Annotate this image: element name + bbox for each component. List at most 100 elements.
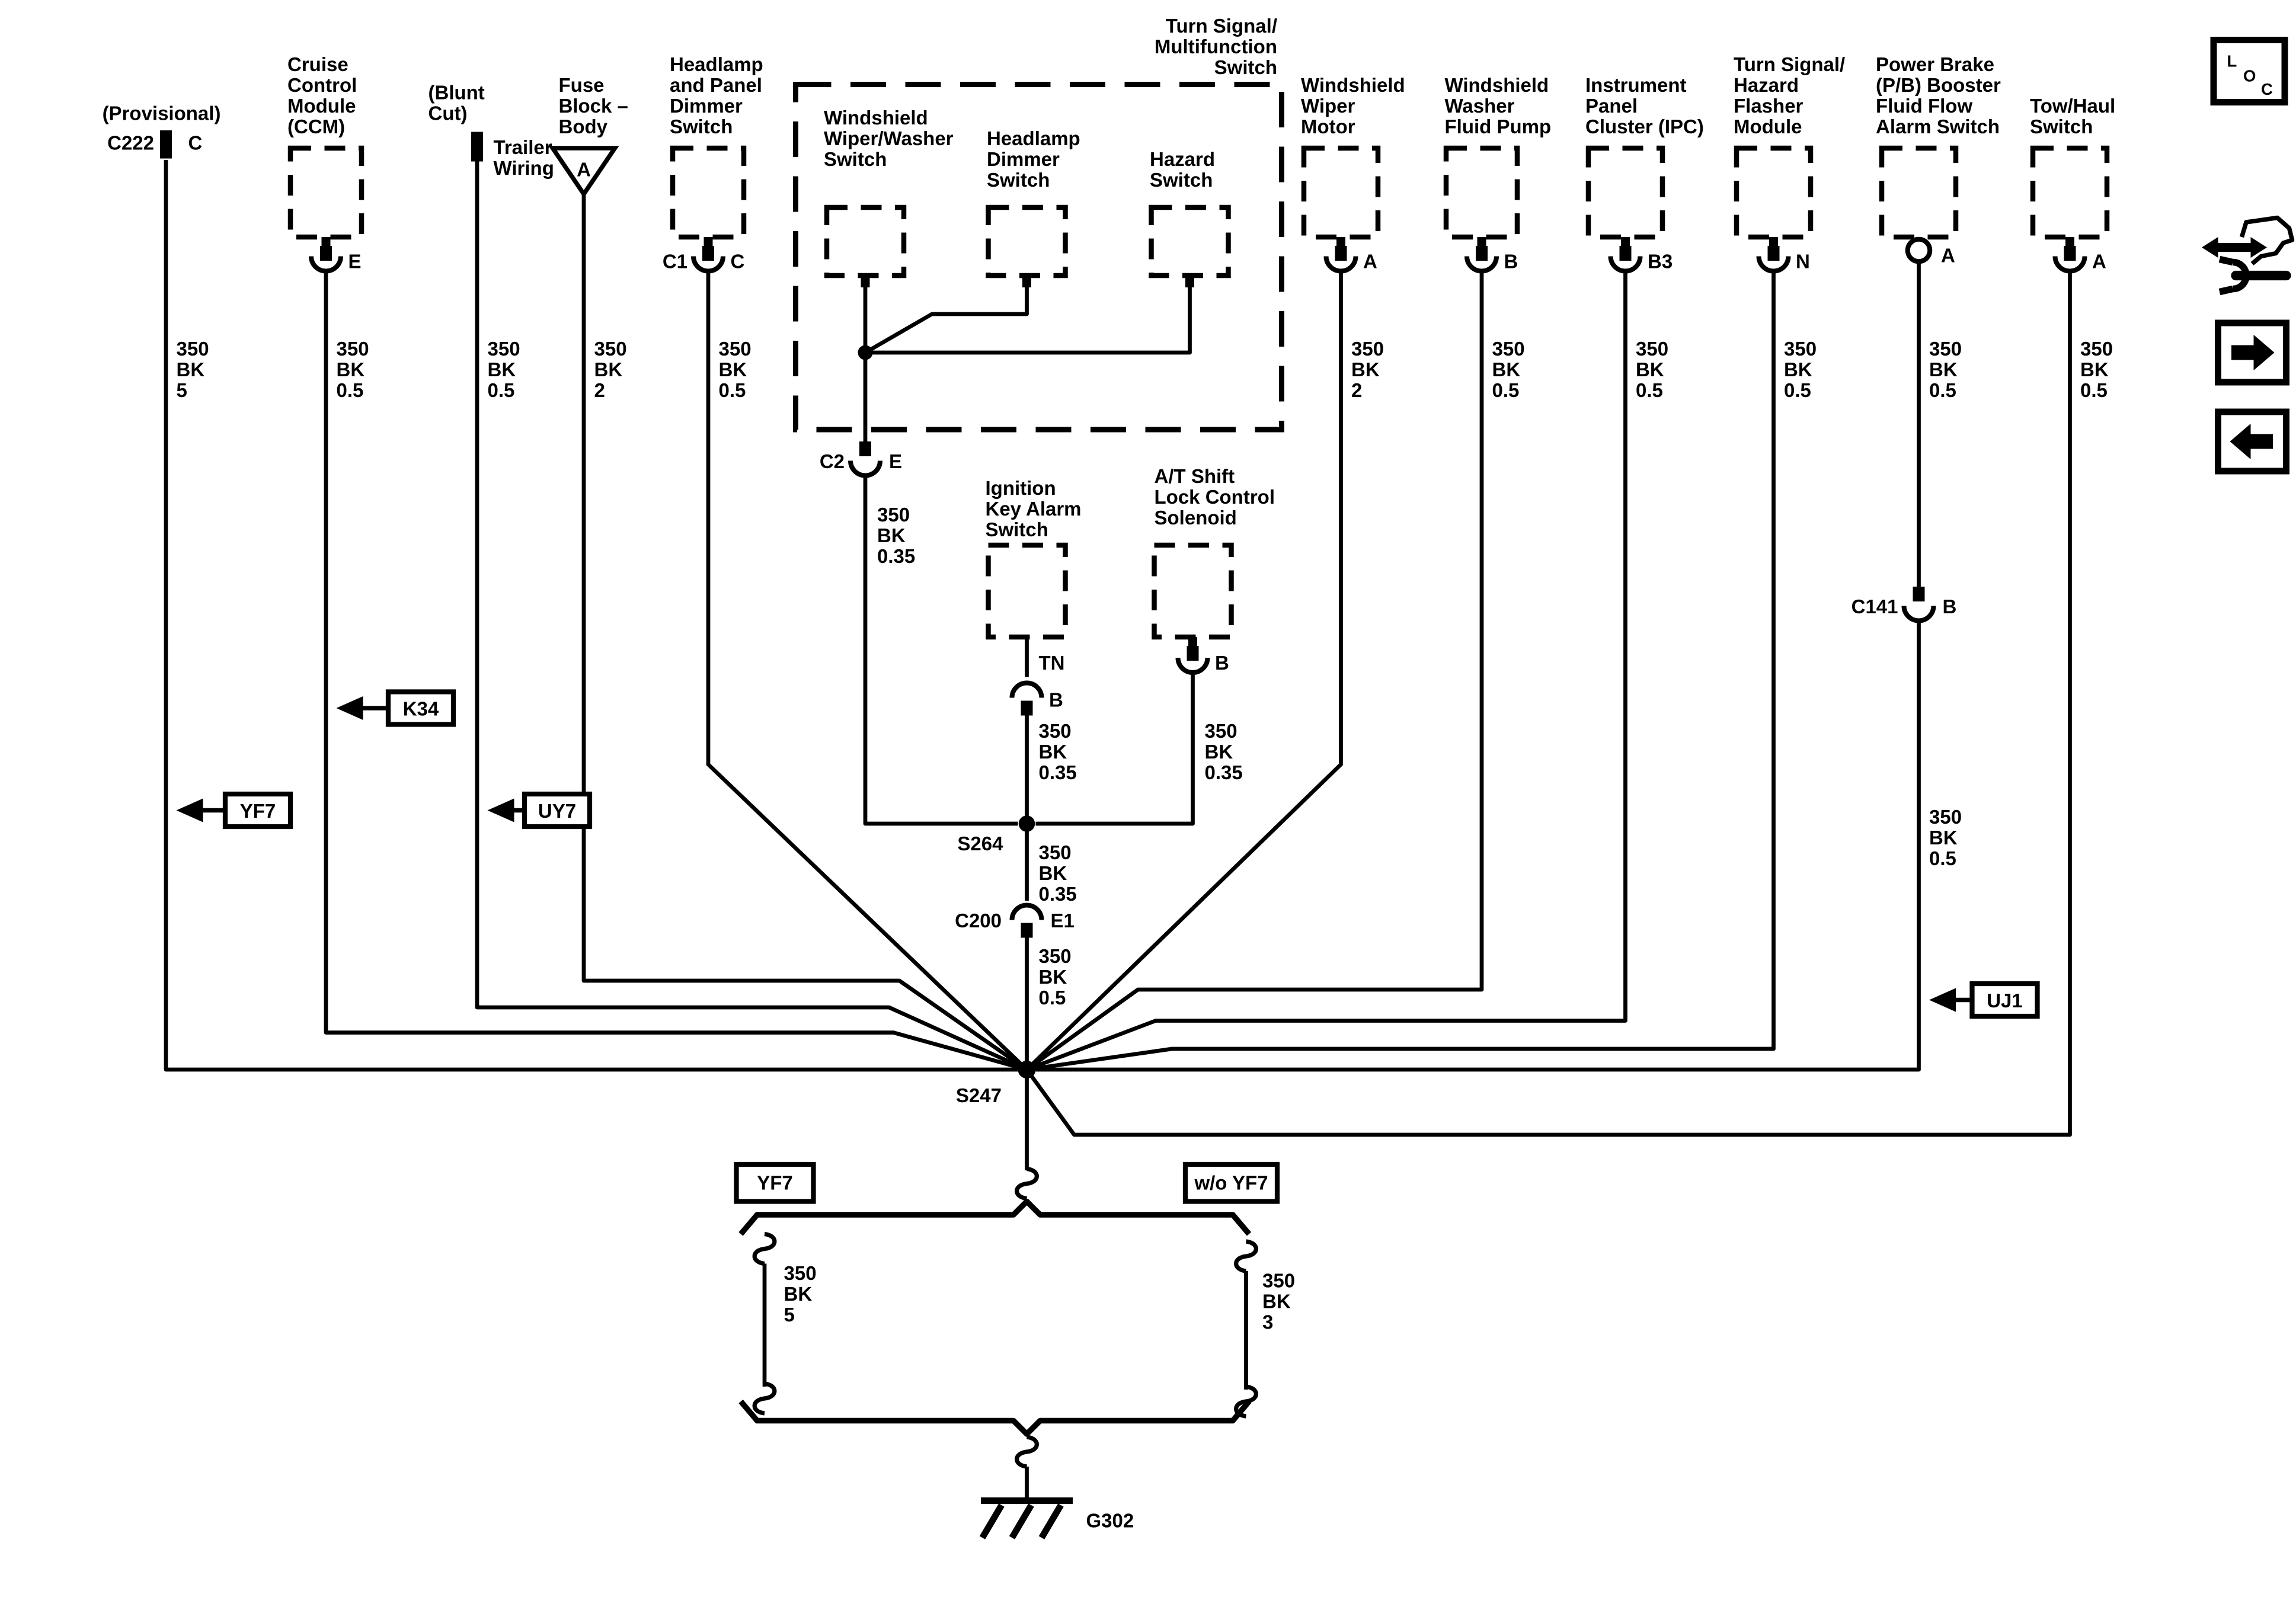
wire-trailer-to-s247 <box>475 161 1028 1072</box>
component-ccm: Cruise Control Module (CCM) E <box>287 53 364 274</box>
component-trailer-wiring: (Blunt Cut) Trailer Wiring <box>428 82 554 180</box>
component-c222-provisional: (Provisional) C222 C <box>103 102 220 159</box>
component-wiper-motor: Windshield Wiper Motor A <box>1301 74 1405 274</box>
wire-label-wiper-motor: 350 BK 2 <box>1351 338 1384 401</box>
wm-label-line: Wiper <box>1301 95 1355 117</box>
wire-label-option-right: 350 BK 3 <box>1262 1270 1295 1333</box>
ats-label-line: Lock Control <box>1155 486 1275 508</box>
wire-ipc-to-s247 <box>1026 271 1627 1072</box>
wire-color: BK <box>1784 359 1812 380</box>
wire-gauge: 0.35 <box>1039 883 1077 905</box>
nav-forward-button[interactable] <box>2214 319 2289 386</box>
th-stub <box>2065 236 2074 248</box>
option-box[interactable] <box>1182 1161 1280 1204</box>
wire-gauge: 0.5 <box>2080 379 2108 401</box>
wp-stub <box>1477 236 1486 248</box>
option-yf7[interactable]: YF7 <box>734 1161 816 1204</box>
wire-color: BK <box>1039 862 1067 884</box>
ref-box[interactable] <box>222 791 293 830</box>
wire-color: BK <box>337 359 365 380</box>
ref-label: K34 <box>403 698 439 720</box>
wire-color: BK <box>719 359 747 380</box>
blunt-terminal-mark <box>160 130 172 159</box>
wire-label-power-brake-upper: 350 BK 0.5 <box>1929 338 1962 401</box>
component-wiper-washer-switch: Windshield Wiper/Washer Switch <box>824 107 954 287</box>
wire-circuit: 350 <box>1205 720 1237 742</box>
connector-c222-label: C222 <box>107 132 154 153</box>
ref-uy7[interactable]: UY7 <box>487 791 593 830</box>
ats-label-line: Solenoid <box>1155 507 1237 529</box>
wp-plug <box>1476 245 1488 261</box>
wire-label-c222: 350 BK 5 <box>177 338 209 401</box>
wire-circuit: 350 <box>1636 338 1668 360</box>
hpd-label-line: and Panel <box>670 74 762 96</box>
wire-circuit: 350 <box>1039 945 1072 967</box>
ccm-box <box>287 145 364 240</box>
wire-gauge: 2 <box>594 379 605 401</box>
ika-box <box>986 542 1068 640</box>
ref-box[interactable] <box>1969 981 2040 1019</box>
hpd-stub <box>703 236 713 248</box>
ats-stub <box>1188 637 1197 648</box>
component-washer-pump: Windshield Washer Fluid Pump B <box>1443 74 1551 274</box>
wire-circuit: 350 <box>1039 720 1072 742</box>
wire-wiper-motor-to-s247 <box>1025 271 1343 1071</box>
ccm-label-line: (CCM) <box>287 116 345 137</box>
c200-name: C200 <box>955 910 1002 932</box>
option-label: YF7 <box>757 1172 793 1193</box>
wm-box <box>1301 145 1381 240</box>
ipc-label-line: Instrument <box>1585 74 1687 96</box>
hpd-label-line: Headlamp <box>670 53 763 75</box>
wire-circuit: 350 <box>1929 806 1962 828</box>
ground-g302: G302 <box>979 1497 1134 1539</box>
th-pin: A <box>2092 250 2106 272</box>
ref-box[interactable] <box>522 791 593 830</box>
loc-button[interactable]: L O C <box>2210 36 2288 105</box>
ground-label: G302 <box>1086 1510 1134 1532</box>
ipc-box <box>1585 145 1665 240</box>
wire-gauge: 0.5 <box>1636 379 1663 401</box>
fm-label-line: Hazard <box>1734 74 1799 96</box>
wire-circuit: 350 <box>1784 338 1817 360</box>
component-tow-haul: Tow/Haul Switch A <box>2030 95 2115 274</box>
blunt-cut-note: Cut) <box>428 102 468 124</box>
pb-label-line: Fluid Flow <box>1876 95 1972 117</box>
wire-label-ccm: 350 BK 0.5 <box>337 338 369 401</box>
ref-yf7[interactable]: YF7 <box>176 791 293 830</box>
fm-pin: N <box>1796 250 1810 272</box>
left-arrowhead-icon <box>336 696 363 720</box>
wire-ats-to-s264 <box>1035 672 1195 826</box>
ipc-pin: B3 <box>1648 250 1673 272</box>
component-multifunction-switch: Turn Signal/ Multifunction Switch Windsh… <box>793 15 1285 433</box>
wire-gauge: 0.35 <box>1039 761 1077 783</box>
wire-label-ipc: 350 BK 0.5 <box>1636 338 1668 401</box>
wire-fuse-to-s247 <box>581 194 1028 1071</box>
ccm-stub <box>321 236 331 248</box>
wws-label-line: Switch <box>824 148 887 170</box>
wire-color: BK <box>2080 359 2109 380</box>
c141-name: C141 <box>1851 596 1898 617</box>
ika-label-line: Switch <box>986 518 1048 540</box>
option-wo-yf7[interactable]: w/o YF7 <box>1182 1161 1280 1204</box>
wire-label-trailer: 350 BK 0.5 <box>488 338 520 401</box>
wire-circuit: 350 <box>488 338 520 360</box>
ref-box[interactable] <box>385 689 456 727</box>
wire-label-at-shift: 350 BK 0.35 <box>1205 720 1243 783</box>
wire-headlamp-to-s247 <box>706 271 1028 1071</box>
pb-ring-connector <box>1905 236 1933 264</box>
ika-connector-arc <box>1009 680 1044 698</box>
hds-label-line: Switch <box>987 169 1050 191</box>
wire-gauge: 0.35 <box>877 545 915 567</box>
ref-uj1[interactable]: UJ1 <box>1929 981 2040 1019</box>
ref-k34[interactable]: K34 <box>336 689 456 727</box>
nav-back-button[interactable] <box>2214 408 2289 475</box>
option-box[interactable] <box>734 1161 816 1204</box>
fuse-grid-triangle <box>548 146 619 199</box>
wire-gauge: 5 <box>784 1304 795 1326</box>
wire-break-symbol <box>1015 1435 1039 1469</box>
hpd-pin: C <box>731 250 745 272</box>
wws-box <box>824 204 907 279</box>
loc-box[interactable] <box>2210 36 2288 105</box>
ref-label: YF7 <box>240 800 276 822</box>
